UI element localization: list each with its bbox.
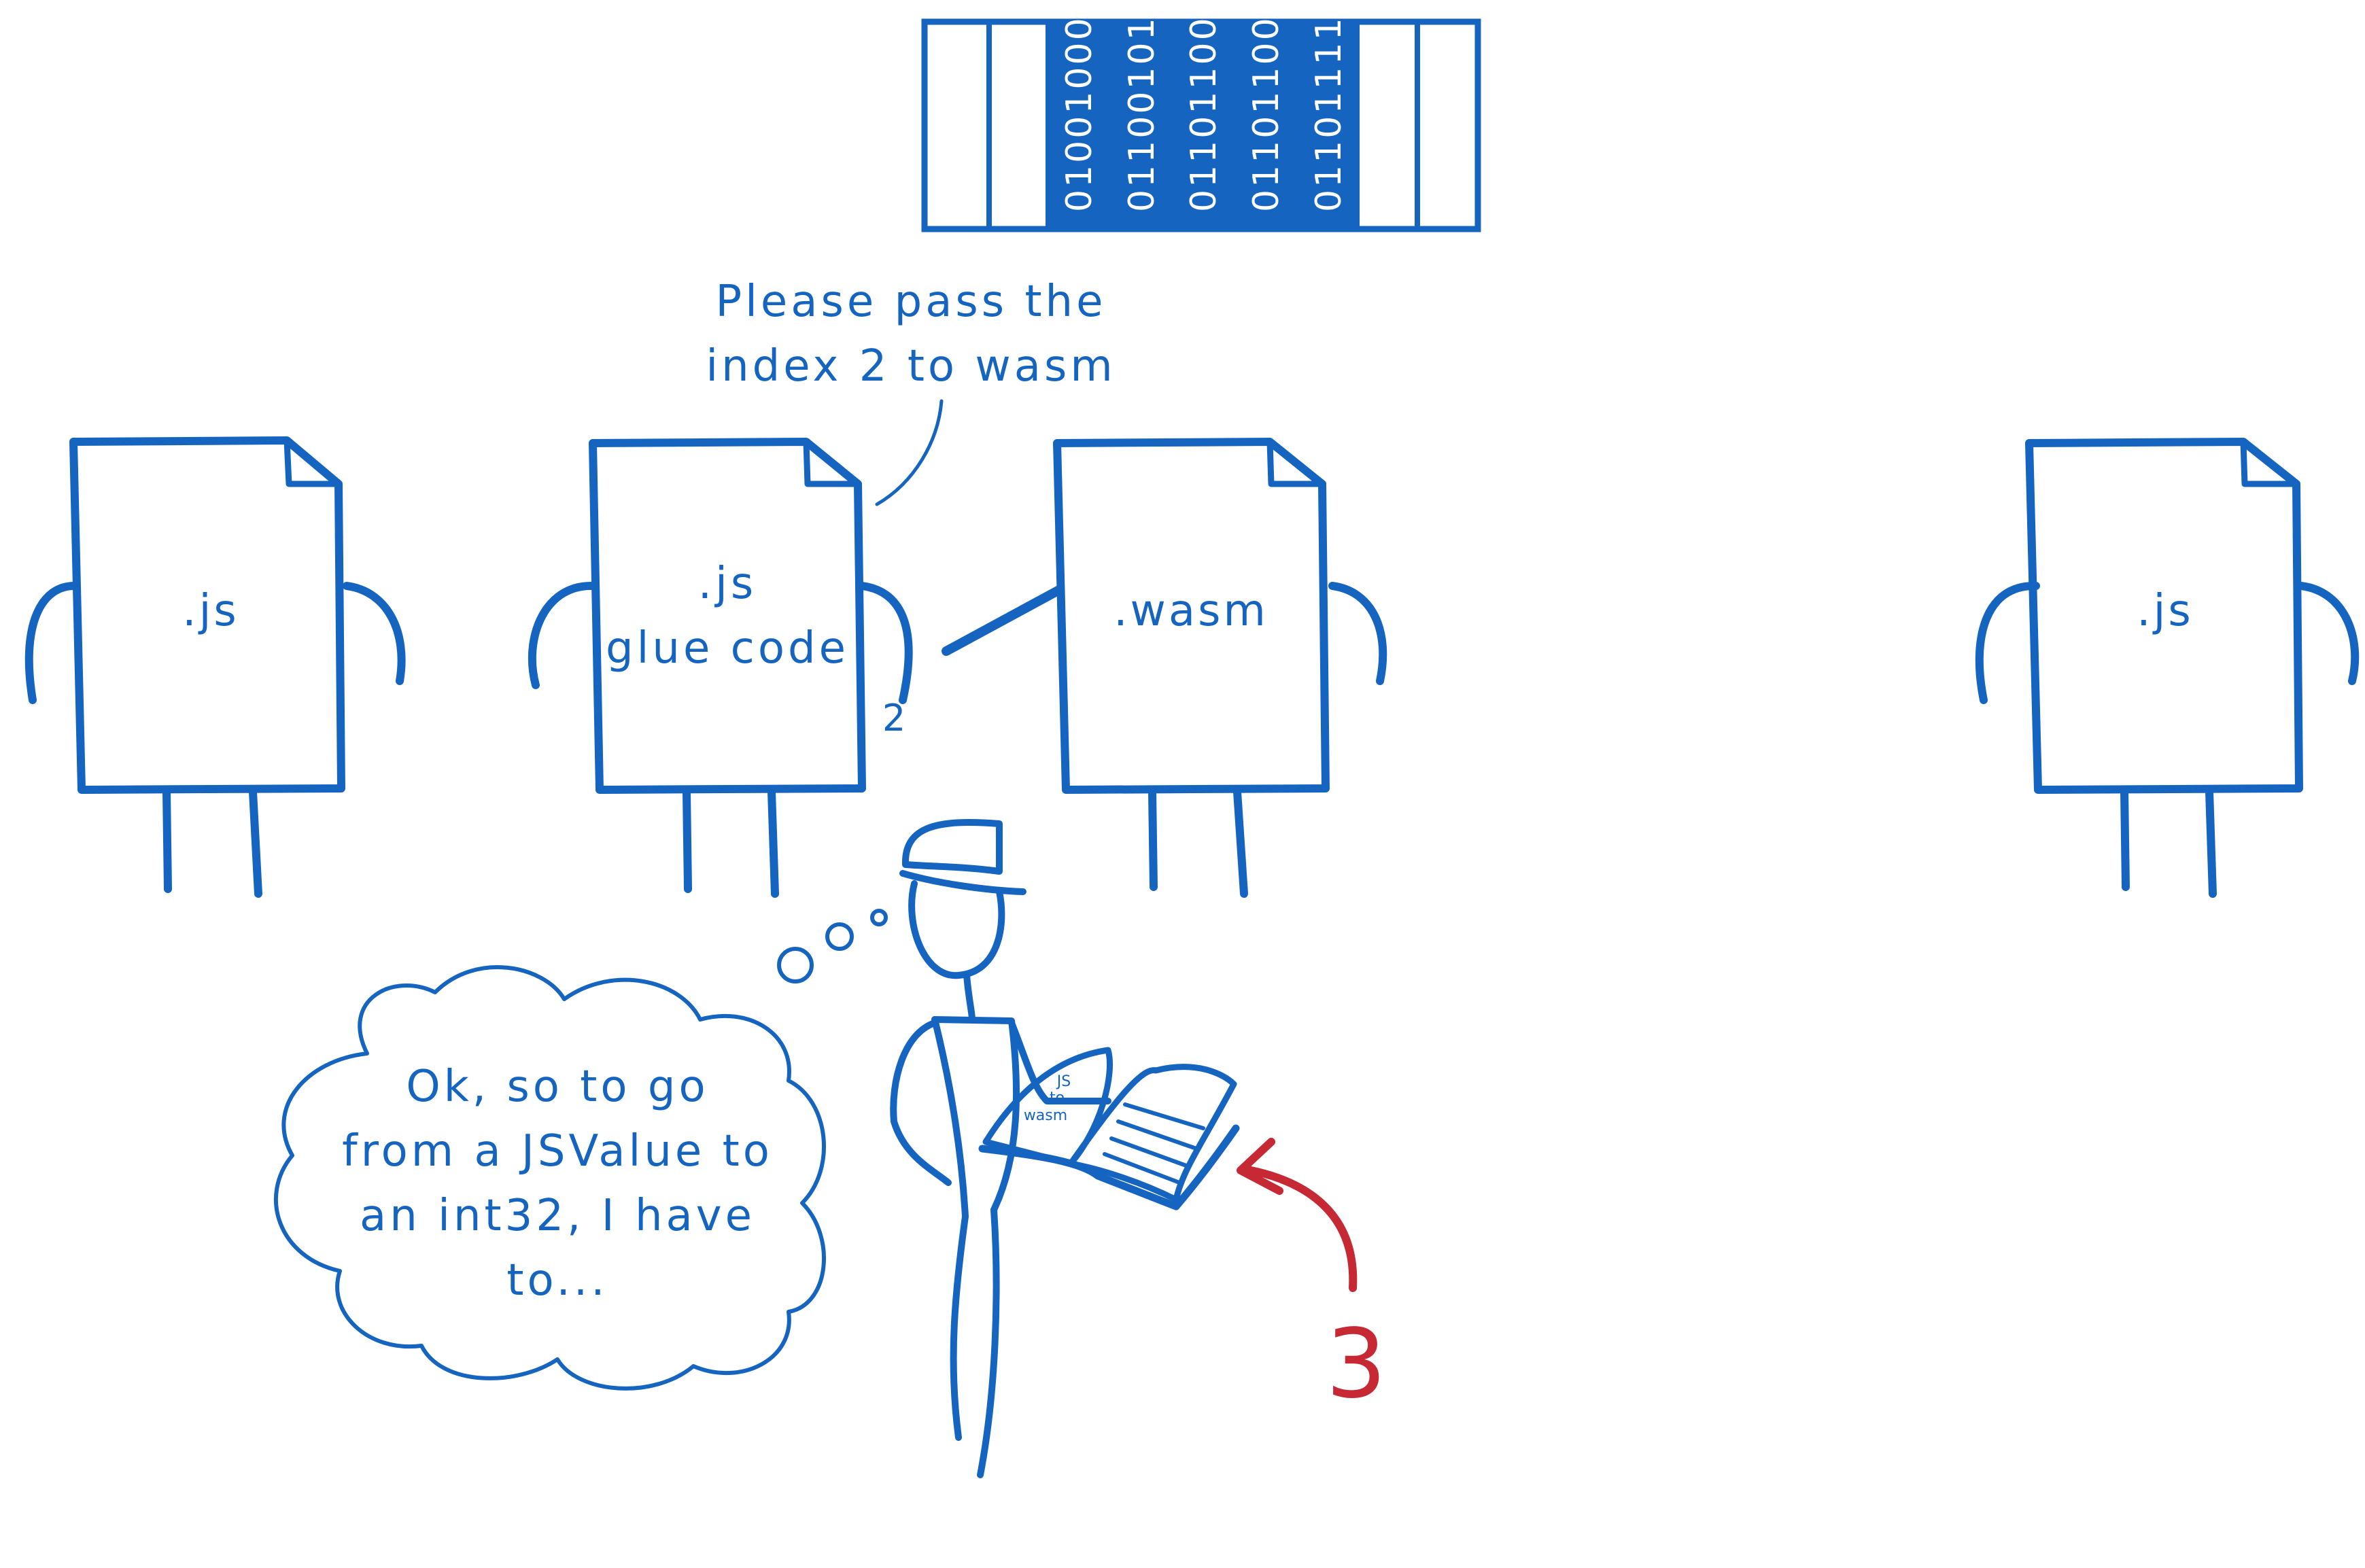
memory-byte-5: 01101111: [1309, 16, 1349, 212]
step-arrow-head: [1237, 1138, 1283, 1195]
memory-byte-4: 01101100: [1246, 16, 1287, 212]
step-arrow: [1240, 1165, 1358, 1292]
wasm-file: .wasm: [1053, 438, 1387, 898]
speech-bubble: Please pass the index 2 to wasm: [706, 277, 1116, 506]
conductor-figure: [777, 819, 1111, 1478]
step-number: 3: [1326, 1309, 1386, 1420]
js-right-label: .js: [2137, 586, 2193, 636]
js-file-right: .js: [1975, 438, 2360, 898]
glue-label-line-1: .js: [698, 559, 757, 609]
linear-memory-strip: 01001000 01100101 01101100 01101100 0110…: [921, 16, 1481, 232]
thought-line-3: an int32, I have: [360, 1191, 755, 1241]
book-label-to: to: [1050, 1090, 1065, 1107]
step-callout: 3: [1237, 1138, 1387, 1420]
js-left-label: .js: [182, 586, 239, 636]
memory-byte-2: 01100101: [1122, 16, 1162, 212]
thought-line-2: from a JSValue to: [342, 1126, 773, 1177]
thought-line-1: Ok, so to go: [406, 1062, 708, 1112]
thought-line-4: to...: [506, 1255, 608, 1306]
thought-cloud: Ok, so to go from a JSValue to an int32,…: [274, 965, 827, 1391]
translation-book: JS to wasm: [978, 1047, 1240, 1210]
wasm-label: .wasm: [1114, 586, 1268, 636]
memory-byte-3: 01101100: [1184, 16, 1224, 212]
glue-label-line-2: glue code: [606, 623, 849, 674]
handoff-arm: [942, 585, 1064, 656]
glue-code-file: .js glue code: [528, 438, 913, 898]
book-label-js: JS: [1056, 1073, 1071, 1090]
speech-line-1: Please pass the: [716, 277, 1107, 327]
speech-line-2: index 2 to wasm: [706, 341, 1116, 391]
book-label-wasm: wasm: [1024, 1107, 1067, 1124]
memory-byte-1: 01001000: [1059, 16, 1100, 212]
js-file-left: .js: [24, 436, 406, 898]
passed-value: 2: [882, 697, 905, 739]
